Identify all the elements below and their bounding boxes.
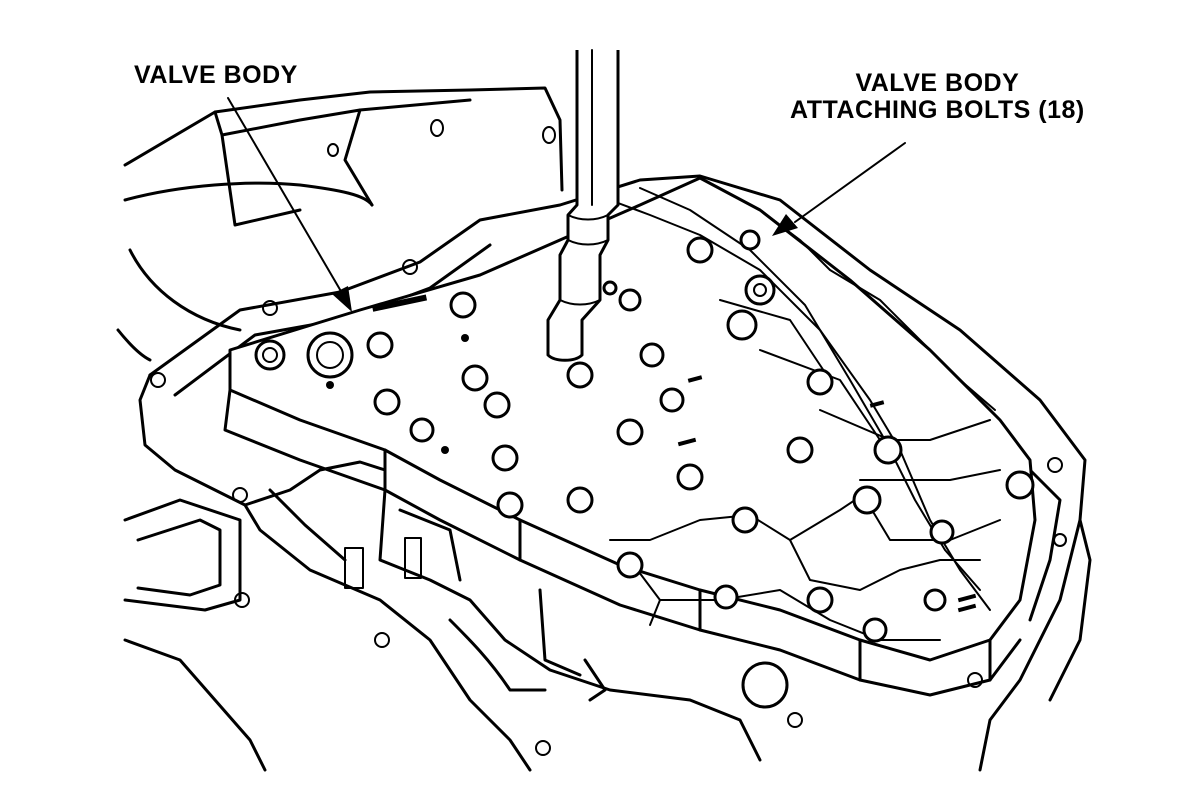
bolts-leader-line bbox=[794, 142, 906, 223]
valve-body bbox=[223, 176, 1037, 762]
valve-body-callout: VALVE BODY bbox=[134, 61, 298, 89]
leader-arrows bbox=[227, 97, 906, 312]
shaft bbox=[546, 49, 620, 362]
attaching-bolts-callout-line2: ATTACHING BOLTS (18) bbox=[790, 96, 1085, 124]
valve-body-bolts bbox=[254, 229, 1035, 709]
attaching-bolts-callout: VALVE BODY ATTACHING BOLTS (18) bbox=[790, 70, 1085, 124]
attaching-bolts-callout-line1: VALVE BODY bbox=[855, 69, 1020, 97]
valve-body-leader-line bbox=[227, 97, 343, 294]
valve-body-arrowhead bbox=[332, 286, 352, 312]
bolts-arrowhead bbox=[772, 214, 798, 236]
transmission-case-outline bbox=[116, 86, 564, 362]
